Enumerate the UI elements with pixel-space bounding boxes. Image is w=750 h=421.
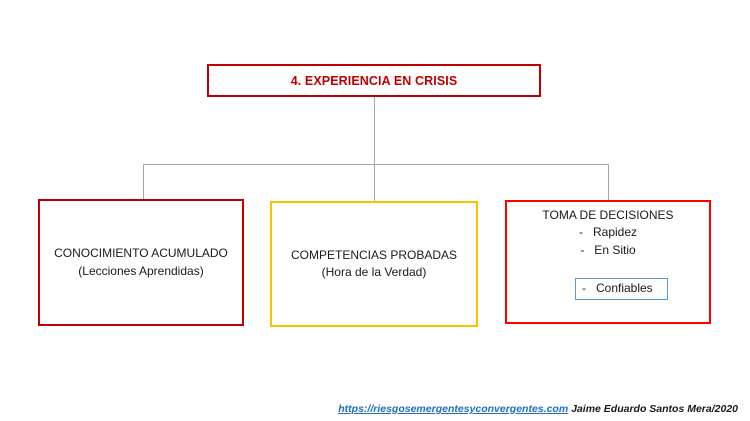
node-2-line-1: COMPETENCIAS PROBADAS (290, 247, 458, 262)
connector-stem-vertical (374, 96, 375, 165)
node-1-line-2: (Lecciones Aprendidas) (78, 263, 204, 278)
node-toma-de-decisiones[interactable]: TOMA DE DECISIONES - Rapidez - En Sitio … (505, 200, 711, 324)
footer-author-label: Jaime Eduardo Santos Mera/2020 (571, 403, 738, 415)
connector-drop-node-3 (608, 164, 609, 200)
node-experiencia-en-crisis[interactable]: 4. EXPERIENCIA EN CRISIS (207, 64, 541, 97)
node-competencias-probadas[interactable]: COMPETENCIAS PROBADAS (Hora de la Verdad… (270, 201, 478, 327)
node-3-heading: TOMA DE DECISIONES (542, 207, 674, 222)
connector-horizontal-bus (143, 164, 609, 165)
connector-drop-node-2 (374, 164, 375, 202)
node-2-line-2: (Hora de la Verdad) (321, 265, 427, 279)
node-title-label: 4. EXPERIENCIA EN CRISIS (290, 73, 458, 88)
node-1-line-1: CONOCIMIENTO ACUMULADO (54, 246, 228, 261)
bullet-en-sitio: - En Sitio (580, 242, 636, 257)
footer-source-link[interactable]: https://riesgosemergentesyconvergentes.c… (338, 403, 569, 415)
bullet-rapidez: - Rapidez (578, 225, 638, 240)
node-conocimiento-acumulado[interactable]: CONOCIMIENTO ACUMULADO (Lecciones Aprend… (38, 199, 244, 326)
bullet-confiables[interactable]: - Confiables (574, 278, 668, 300)
connector-drop-node-1 (143, 164, 144, 200)
footer: https://riesgosemergentesyconvergentes.c… (0, 403, 750, 415)
